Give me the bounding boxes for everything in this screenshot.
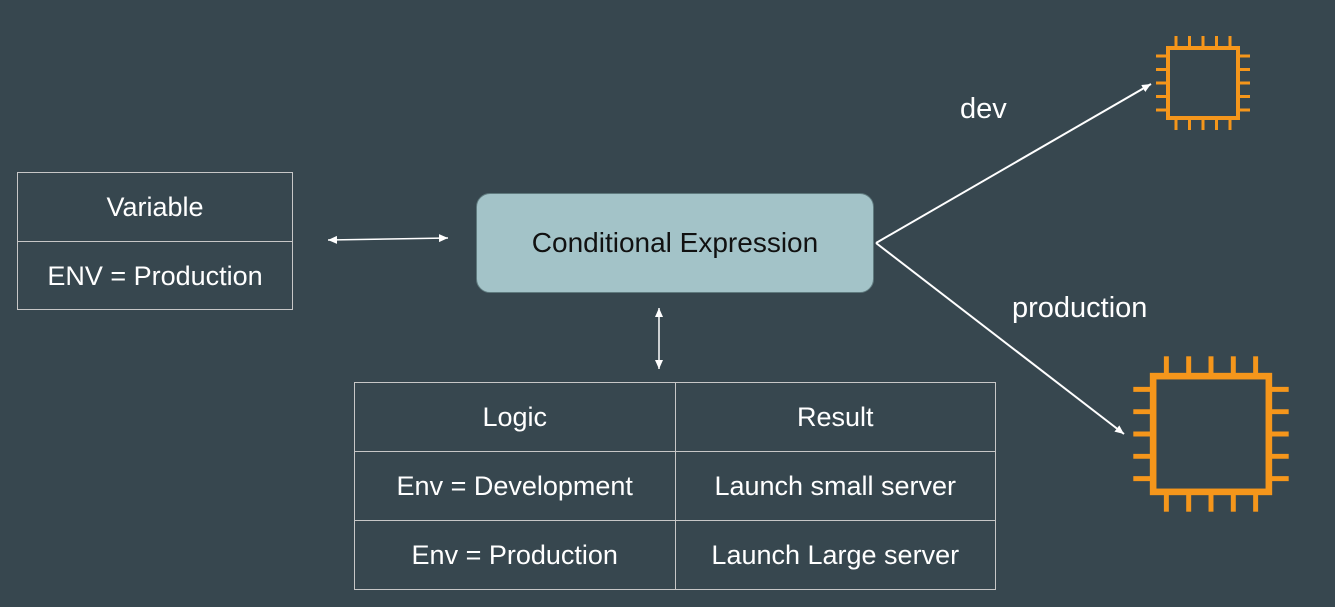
table-cell: Env = Production (354, 520, 676, 590)
result-header-cell: Result (674, 382, 996, 452)
table-row: Env = Production Launch Large server (354, 520, 996, 590)
large-server-chip-icon (1133, 356, 1289, 512)
logic-table-header-row: Logic Result (354, 382, 996, 452)
table-cell: Launch Large server (674, 520, 996, 590)
variable-to-conditional-arrow (327, 234, 449, 244)
variable-header: Variable (106, 191, 204, 222)
variable-box: Variable ENV = Production (17, 172, 293, 310)
production-branch-arrow (875, 242, 1125, 435)
production-branch-label: production (1012, 292, 1148, 324)
table-cell: Env = Development (354, 451, 676, 521)
table-row: Env = Development Launch small server (354, 451, 996, 521)
conditional-expression-label: Conditional Expression (531, 227, 819, 258)
logic-header-cell: Logic (354, 382, 676, 452)
logic-table: Logic Result Env = Development Launch sm… (354, 382, 996, 590)
variable-value: ENV = Production (18, 241, 292, 310)
table-cell: Launch small server (674, 451, 996, 521)
small-server-chip-icon (1156, 36, 1250, 130)
dev-branch-arrow (875, 83, 1152, 244)
dev-branch-label: dev (960, 93, 1007, 125)
conditional-expression-node: Conditional Expression (476, 193, 874, 293)
